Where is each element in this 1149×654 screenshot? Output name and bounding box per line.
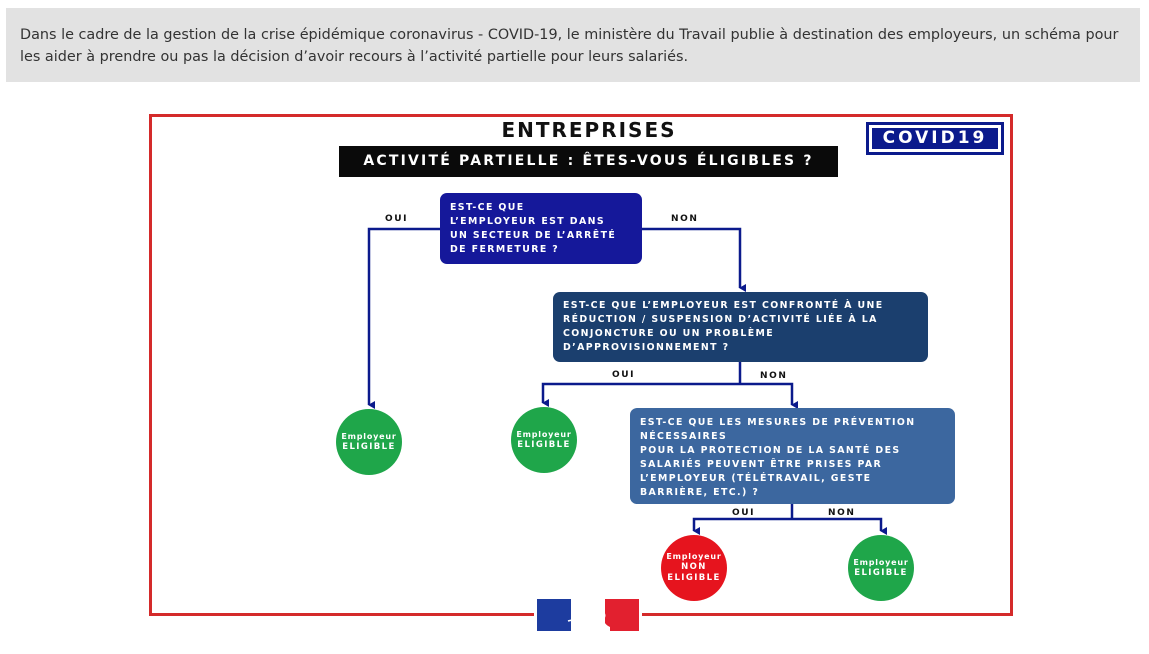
label-q3-no: NON (828, 508, 856, 518)
marianne-logo (534, 597, 642, 633)
covid-badge: COVID19 (866, 122, 1004, 155)
connector-q3-yes (692, 517, 792, 535)
outcome-status-not: NON (681, 562, 707, 572)
outcome-status: ELIGIBLE (667, 573, 721, 583)
flag-blue-band (537, 599, 571, 631)
flag-red-band (605, 599, 639, 631)
outcome-label: Employeur (666, 552, 722, 561)
intro-banner: Dans le cadre de la gestion de la crise … (6, 8, 1140, 82)
diagram-subtitle: ACTIVITÉ PARTIELLE : ÊTES-VOUS ÉLIGIBLES… (339, 146, 838, 177)
outcome-eligible-prevention: Employeur ELIGIBLE (848, 535, 914, 601)
label-q1-yes: OUI (385, 214, 409, 224)
outcome-eligible-reduction: Employeur ELIGIBLE (511, 407, 577, 473)
label-q2-no: NON (760, 371, 788, 381)
connector-q1-yes (367, 227, 440, 409)
connector-q2-no (740, 382, 798, 409)
connector-q1-no (642, 227, 746, 292)
label-q2-yes: OUI (612, 370, 636, 380)
diagram-title: ENTREPRISES (501, 118, 677, 142)
question-closure-sector: EST-CE QUE L’EMPLOYEUR EST DANS UN SECTE… (440, 193, 642, 264)
label-q1-no: NON (671, 214, 699, 224)
outcome-status: ELIGIBLE (854, 567, 908, 578)
connector-q3-no (792, 517, 887, 535)
outcome-not-eligible: Employeur NON ELIGIBLE (661, 535, 727, 601)
label-q3-yes: OUI (732, 508, 756, 518)
connector-q2-yes (541, 382, 740, 407)
outcome-label: Employeur (341, 431, 397, 441)
outcome-status: ELIGIBLE (517, 439, 571, 450)
outcome-status: ELIGIBLE (342, 441, 396, 452)
question-activity-reduction: EST-CE QUE L’EMPLOYEUR EST CONFRONTÉ À U… (553, 292, 928, 362)
outcome-label: Employeur (516, 429, 572, 439)
intro-text: Dans le cadre de la gestion de la crise … (20, 27, 1119, 65)
outcome-label: Employeur (853, 557, 909, 567)
outcome-eligible-closure: Employeur ELIGIBLE (336, 409, 402, 475)
marianne-profile-icon (567, 599, 610, 631)
covid-badge-text: COVID19 (872, 128, 998, 149)
question-prevention-measures: EST-CE QUE LES MESURES DE PRÉVENTION NÉC… (630, 408, 955, 504)
